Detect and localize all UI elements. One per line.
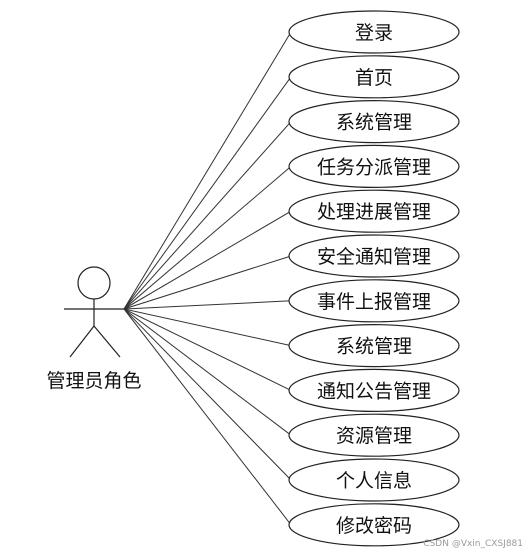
association-line [123,308,292,481]
use-case-label: 修改密码 [336,515,412,537]
use-cases: 登录首页系统管理任务分派管理处理进展管理安全通知管理事件上报管理系统管理通知公告… [288,10,460,547]
association-line [123,121,292,310]
use-case-label: 任务分派管理 [317,156,431,178]
actor: 管理员角色 [46,266,142,392]
use-case-ellipse [288,144,460,188]
use-case: 事件上报管理 [288,279,460,323]
use-case-ellipse [288,503,460,547]
use-case-ellipse [288,324,460,368]
use-case: 任务分派管理 [288,144,460,188]
association-line [123,308,292,391]
use-case: 安全通知管理 [288,234,460,278]
use-case-ellipse [288,10,460,54]
association-line [123,31,292,310]
association-line [123,166,292,310]
use-case-label: 资源管理 [336,425,412,447]
association-line [123,308,292,347]
use-case: 处理进展管理 [288,189,460,233]
use-case-label: 系统管理 [336,336,412,358]
use-case: 个人信息 [288,458,460,502]
association-line [123,76,292,310]
use-case-label: 系统管理 [336,112,412,134]
actor-head [77,266,111,300]
watermark: CSDN @Vxin_CXSJ881 [423,539,523,549]
use-case-label: 通知公告管理 [317,380,431,402]
use-case-ellipse [288,458,460,502]
use-case-ellipse [288,279,460,323]
use-case: 修改密码 [288,503,460,547]
use-case-ellipse [288,413,460,457]
use-case-ellipse [288,55,460,99]
association-line [123,308,292,526]
use-case-ellipse [288,189,460,233]
association-line [123,300,292,310]
actor-left-leg [69,325,95,358]
use-case-label: 事件上报管理 [317,291,431,313]
association-line [123,255,292,310]
association-line [123,308,292,436]
association-lines [123,31,292,526]
use-case: 系统管理 [288,324,460,368]
actor-right-leg [93,325,121,358]
association-line [123,210,292,310]
use-case-label: 处理进展管理 [317,201,431,223]
use-case-ellipse [288,99,460,144]
use-case-label: 个人信息 [336,470,412,492]
use-case-label: 首页 [355,67,393,89]
use-case: 资源管理 [288,413,460,457]
use-case: 首页 [288,55,460,99]
use-case-ellipse [288,234,460,278]
use-case-label: 登录 [355,22,393,44]
actor-label: 管理员角色 [46,370,141,392]
use-case: 登录 [288,10,460,54]
use-case-label: 安全通知管理 [317,246,431,268]
use-case: 通知公告管理 [288,368,460,412]
use-case: 系统管理 [288,99,460,144]
use-case-ellipse [288,368,460,412]
